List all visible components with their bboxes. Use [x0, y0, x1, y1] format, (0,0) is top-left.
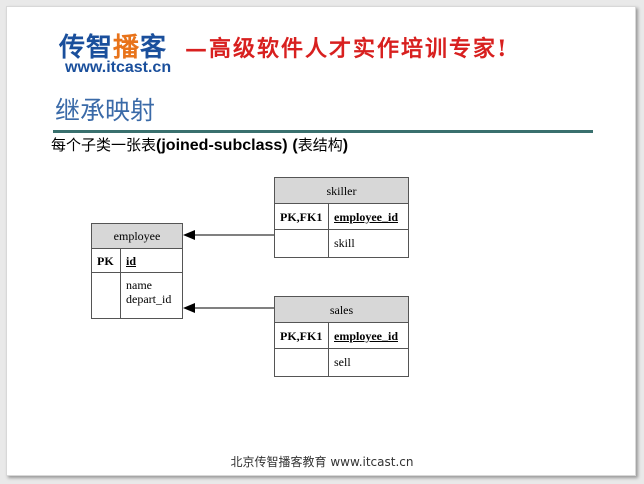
fields-row: name depart_id [92, 273, 182, 318]
table-sales: sales PK,FK1 employee_id sell [274, 296, 409, 377]
key-label: PK,FK1 [275, 204, 329, 229]
key-field: employee_id [334, 210, 398, 224]
subtitle-bold: (joined-subclass) [156, 137, 288, 154]
key-label: PK,FK1 [275, 323, 329, 348]
key-cell-empty [275, 349, 329, 376]
key-row: PK id [92, 249, 182, 273]
key-field: employee_id [334, 329, 398, 343]
table-header: sales [275, 297, 408, 323]
key-cell-empty [92, 273, 121, 318]
fields-row: skill [275, 230, 408, 257]
slide: 传智播客 www.itcast.cn —高级软件人才实作培训专家! 继承映射 每… [6, 6, 636, 476]
logo-url: www.itcast.cn [65, 59, 172, 76]
slogan: —高级软件人才实作培训专家! [185, 36, 509, 62]
logo-text-part2: 播 [113, 33, 141, 63]
key-row: PK,FK1 employee_id [275, 204, 408, 230]
logo-text-part3: 客 [140, 33, 168, 63]
logo-text-part1: 传智 [59, 33, 114, 63]
key-cell-empty [275, 230, 329, 257]
key-field: id [126, 254, 137, 268]
table-header: skiller [275, 178, 408, 204]
table-skiller: skiller PK,FK1 employee_id skill [274, 177, 409, 258]
fields-row: sell [275, 349, 408, 376]
field-depart-id: depart_id [126, 292, 172, 306]
key-label: PK [92, 249, 121, 272]
field-name: name [126, 278, 152, 292]
subtitle-paren-close: ) [342, 137, 349, 154]
table-employee: employee PK id name depart_id [91, 223, 183, 319]
key-row: PK,FK1 employee_id [275, 323, 408, 349]
table-header: employee [92, 224, 182, 249]
subtitle-paren-open: ( [292, 137, 298, 154]
subtitle-suffix: 表结构 [297, 136, 343, 154]
subtitle-prefix: 每个子类一张表 [51, 136, 157, 154]
field-list: name depart_id [121, 273, 182, 318]
slide-title: 继承映射 [55, 96, 156, 125]
title-divider [53, 130, 593, 133]
slide-subtitle: 每个子类一张表(joined-subclass) (表结构) [51, 134, 348, 155]
field-name: skill [334, 236, 355, 250]
company-logo: 传智播客 [59, 27, 167, 64]
field-name: sell [334, 355, 351, 369]
slide-footer: 北京传智播客教育 www.itcast.cn [230, 455, 414, 469]
